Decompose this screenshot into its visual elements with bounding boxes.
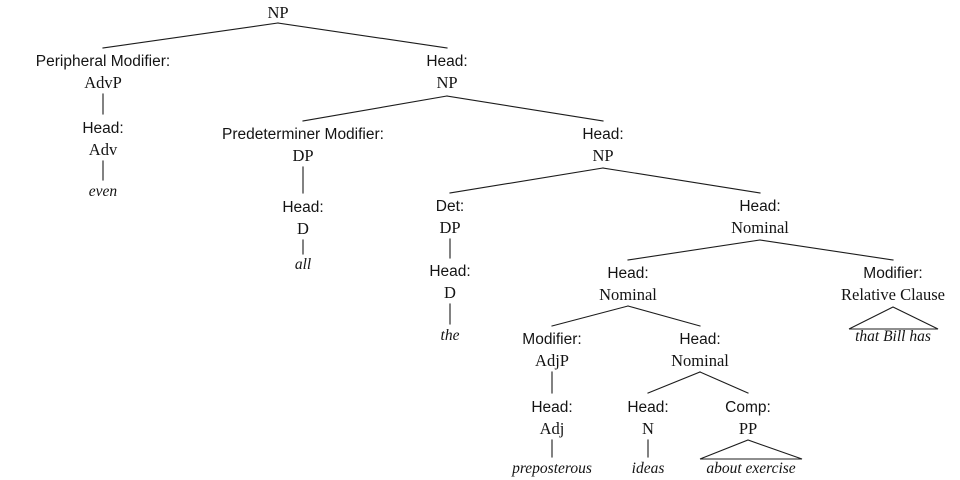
tree-node-n8: all	[295, 256, 311, 273]
node-function-label: Head:	[429, 263, 470, 280]
node-category-label: NP	[267, 3, 288, 22]
tree-node-n3: Head: Adv	[82, 120, 123, 159]
node-category-label: AdvP	[84, 73, 122, 92]
tree-branch-n10-n14	[759, 239, 894, 261]
terminal-word: all	[295, 256, 311, 273]
tree-node-n12: the	[441, 327, 460, 344]
tree-node-n14: Modifier: Relative Clause	[841, 265, 945, 304]
node-category-label: DP	[292, 146, 313, 165]
tree-branch-n2-n6	[446, 95, 604, 122]
node-function-label: Head:	[282, 199, 323, 216]
node-function-label: Head:	[679, 331, 720, 348]
tree-node-n5: Predeterminer Modifier: DP	[222, 126, 384, 165]
tree-node-n13: Head: Nominal	[599, 265, 657, 304]
node-category-label: Nominal	[731, 218, 789, 237]
node-function-label: Modifier:	[863, 265, 922, 282]
tree-branch-n2-n5	[302, 95, 448, 122]
tree-node-n2: Head: NP	[426, 53, 467, 92]
node-function-label: Head:	[582, 126, 623, 143]
terminal-word: the	[441, 327, 460, 344]
node-function-label: Head:	[531, 399, 572, 416]
node-category-label: Nominal	[599, 285, 657, 304]
terminal-word: that Bill has	[855, 328, 931, 345]
tree-node-n11: Head: D	[429, 263, 470, 302]
node-function-label: Predeterminer Modifier:	[222, 126, 384, 143]
tree-node-n17: Head: Nominal	[671, 331, 729, 370]
tree-nodes: NP Peripheral Modifier: AdvP Head: NP Head: Ad…	[36, 3, 945, 477]
tree-node-n19: Head: N	[627, 399, 668, 438]
tree-branch-n17-n20	[699, 371, 749, 394]
tree-node-n15: that Bill has	[855, 328, 931, 345]
tree-node-n20: Comp: PP	[725, 399, 771, 438]
node-category-label: AdjP	[535, 351, 569, 370]
tree-branch-n17-n19	[647, 371, 701, 394]
tree-node-n16: Modifier: AdjP	[522, 331, 581, 370]
node-category-label: Nominal	[671, 351, 729, 370]
tree-node-n9: Det: DP	[436, 198, 464, 237]
tree-node-n7: Head: D	[282, 199, 323, 238]
terminal-word: ideas	[632, 460, 665, 477]
node-category-label: D	[444, 283, 456, 302]
node-category-label: Relative Clause	[841, 285, 945, 304]
tree-node-n10: Head: Nominal	[731, 198, 789, 237]
tree-branch-n0-n2	[277, 22, 448, 49]
node-category-label: D	[297, 219, 309, 238]
terminal-word: about exercise	[706, 460, 795, 477]
node-category-label: Adj	[540, 419, 565, 438]
terminal-word: preposterous	[511, 460, 592, 477]
node-function-label: Det:	[436, 198, 464, 215]
terminal-triangle-n20	[699, 439, 803, 460]
tree-branch-n6-n10	[602, 167, 761, 194]
tree-node-n6: Head: NP	[582, 126, 623, 165]
tree-branch-n13-n17	[627, 305, 701, 327]
node-category-label: N	[642, 419, 654, 438]
tree-node-n18: Head: Adj	[531, 399, 572, 438]
tree-branch-n10-n13	[627, 239, 761, 261]
node-function-label: Head:	[739, 198, 780, 215]
node-function-label: Head:	[627, 399, 668, 416]
node-function-label: Head:	[82, 120, 123, 137]
tree-node-n1: Peripheral Modifier: AdvP	[36, 53, 170, 92]
tree-node-n0: NP	[267, 3, 288, 22]
terminal-triangle-n14	[848, 306, 939, 330]
node-category-label: DP	[439, 218, 460, 237]
node-category-label: NP	[436, 73, 457, 92]
tree-branch-n6-n9	[449, 167, 604, 194]
node-function-label: Head:	[426, 53, 467, 70]
node-function-label: Head:	[607, 265, 648, 282]
tree-edges	[102, 22, 894, 458]
tree-node-n22: ideas	[632, 460, 665, 477]
tree-node-n23: about exercise	[706, 460, 795, 477]
node-function-label: Comp:	[725, 399, 771, 416]
node-function-label: Peripheral Modifier:	[36, 53, 170, 70]
tree-node-n21: preposterous	[511, 460, 592, 477]
node-category-label: NP	[592, 146, 613, 165]
tree-triangles	[699, 306, 939, 460]
tree-branch-n13-n16	[551, 305, 629, 327]
node-function-label: Modifier:	[522, 331, 581, 348]
node-category-label: PP	[739, 419, 757, 438]
tree-branch-n0-n1	[102, 22, 279, 49]
node-category-label: Adv	[89, 140, 118, 159]
tree-node-n4: even	[89, 183, 118, 200]
terminal-word: even	[89, 183, 118, 200]
